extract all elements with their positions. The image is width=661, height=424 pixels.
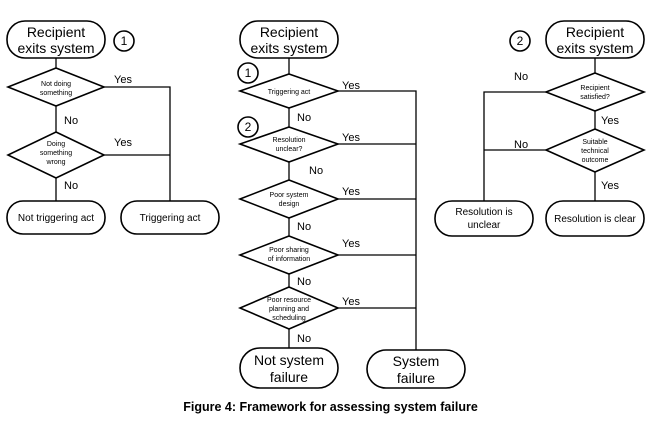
mid-decision-triggering-act-label: Triggering act <box>268 89 311 96</box>
mid-end-system-failure-line2: failure <box>397 370 435 386</box>
left-decision-doing-wrong <box>6 131 106 179</box>
right-decision-recipient-satisfied-line1: Recipient <box>580 85 609 92</box>
left-end-not-triggering-label: Not triggering act <box>18 213 94 224</box>
right-d2-no-label: No <box>514 139 528 151</box>
mid-d1-no-label: No <box>297 112 311 124</box>
mid-decision-poor-resource <box>237 286 341 330</box>
right-end-resolution-clear <box>545 200 645 237</box>
mid-end-not-system-failure <box>239 347 339 389</box>
mid-decision-poor-system-design-line1: Poor system <box>270 192 309 199</box>
mid-start-terminal <box>239 20 339 59</box>
mid-d1-yes-label: Yes <box>342 80 360 92</box>
mid-decision-poor-resource-line3: scheduling <box>272 315 306 322</box>
left-d2-yes-label: Yes <box>114 137 132 149</box>
mid-d3-yes-label: Yes <box>342 186 360 198</box>
right-decision-suitable-outcome-line2: technical <box>581 148 609 155</box>
left-start-terminal <box>6 20 106 59</box>
right-edge-d1-no <box>483 91 546 201</box>
right-decision-suitable-outcome-line3: outcome <box>582 157 609 164</box>
mid-decision-resolution-unclear-line2: unclear? <box>276 146 303 153</box>
left-decision-doing-wrong-line3: wrong <box>45 159 65 166</box>
right-decision-suitable-outcome <box>544 128 646 173</box>
left-step-badge-number: 1 <box>121 34 128 48</box>
left-decision-not-doing-line1: Not doing <box>41 81 71 88</box>
right-start-line2: exits system <box>556 40 633 56</box>
mid-step-badge-1 <box>237 62 259 84</box>
left-start-line1: Recipient <box>27 24 85 40</box>
mid-d2-yes-label: Yes <box>342 132 360 144</box>
right-decision-recipient-satisfied <box>543 72 647 112</box>
mid-decision-triggering-act <box>237 73 341 109</box>
mid-d5-no-label: No <box>297 333 311 345</box>
mid-decision-poor-sharing-line1: Poor sharing <box>269 247 309 254</box>
left-decision-doing-wrong-line1: Doing <box>47 141 65 148</box>
left-end-not-triggering <box>6 200 106 235</box>
left-decision-not-doing-line2: something <box>40 90 72 97</box>
mid-decision-poor-sharing <box>237 235 341 275</box>
mid-decision-poor-sharing-line2: of information <box>268 256 311 263</box>
right-step-badge-number: 2 <box>517 34 524 48</box>
left-end-triggering <box>120 200 220 235</box>
right-d2-yes-label: Yes <box>601 180 619 192</box>
mid-start-line1: Recipient <box>260 24 318 40</box>
left-d2-no-label: No <box>64 180 78 192</box>
mid-decision-resolution-unclear-line1: Resolution <box>272 137 305 144</box>
middle-flow: Recipient exits system 1 Triggering act … <box>237 20 466 389</box>
left-step-badge <box>113 30 135 52</box>
left-decision-not-doing <box>5 67 107 107</box>
right-end-resolution-unclear-line1: Resolution is <box>455 207 512 218</box>
right-end-resolution-clear-label: Resolution is clear <box>554 214 636 225</box>
mid-d4-yes-label: Yes <box>342 238 360 250</box>
mid-d2-no-label: No <box>309 165 323 177</box>
mid-end-system-failure <box>366 349 466 389</box>
mid-decision-resolution-unclear <box>237 126 341 163</box>
mid-end-not-system-failure-line1: Not system <box>254 352 324 368</box>
mid-decision-poor-system-design-line2: design <box>279 201 300 208</box>
right-d1-no-label: No <box>514 71 528 83</box>
right-end-resolution-unclear-line2: unclear <box>468 220 501 231</box>
mid-d5-yes-label: Yes <box>342 296 360 308</box>
mid-end-system-failure-line1: System <box>393 353 440 369</box>
mid-d4-no-label: No <box>297 276 311 288</box>
mid-step-badge-1-number: 1 <box>245 66 252 80</box>
flowchart-diagram: Recipient exits system 1 Not doing somet… <box>5 20 647 389</box>
mid-start-line2: exits system <box>250 40 327 56</box>
mid-d3-no-label: No <box>297 221 311 233</box>
mid-step-badge-2-number: 2 <box>245 120 252 134</box>
left-d1-yes-label: Yes <box>114 74 132 86</box>
right-flow: Recipient exits system 2 Recipient satis… <box>434 20 647 237</box>
right-end-resolution-unclear <box>434 200 534 237</box>
mid-decision-poor-resource-line1: Poor resource <box>267 297 311 304</box>
right-step-badge <box>509 30 531 52</box>
mid-end-not-system-failure-line2: failure <box>270 369 308 385</box>
left-start-line2: exits system <box>17 40 94 56</box>
right-start-terminal <box>545 20 645 59</box>
right-decision-recipient-satisfied-line2: satisfied? <box>580 94 610 101</box>
mid-decision-poor-resource-line2: planning and <box>269 306 309 313</box>
left-edge-d1-yes <box>104 86 171 201</box>
right-d1-yes-label: Yes <box>601 115 619 127</box>
left-flow: Recipient exits system 1 Not doing somet… <box>5 20 220 235</box>
mid-step-badge-2 <box>237 116 259 138</box>
figure-caption: Figure 4: Framework for assessing system… <box>183 400 478 414</box>
left-end-triggering-label: Triggering act <box>140 213 201 224</box>
left-d1-no-label: No <box>64 115 78 127</box>
right-decision-suitable-outcome-line1: Suitable <box>582 139 607 146</box>
mid-decision-poor-system-design <box>237 179 341 219</box>
right-start-line1: Recipient <box>566 24 624 40</box>
mid-edge-yes-bus <box>338 90 417 350</box>
left-decision-doing-wrong-line2: something <box>40 150 72 157</box>
